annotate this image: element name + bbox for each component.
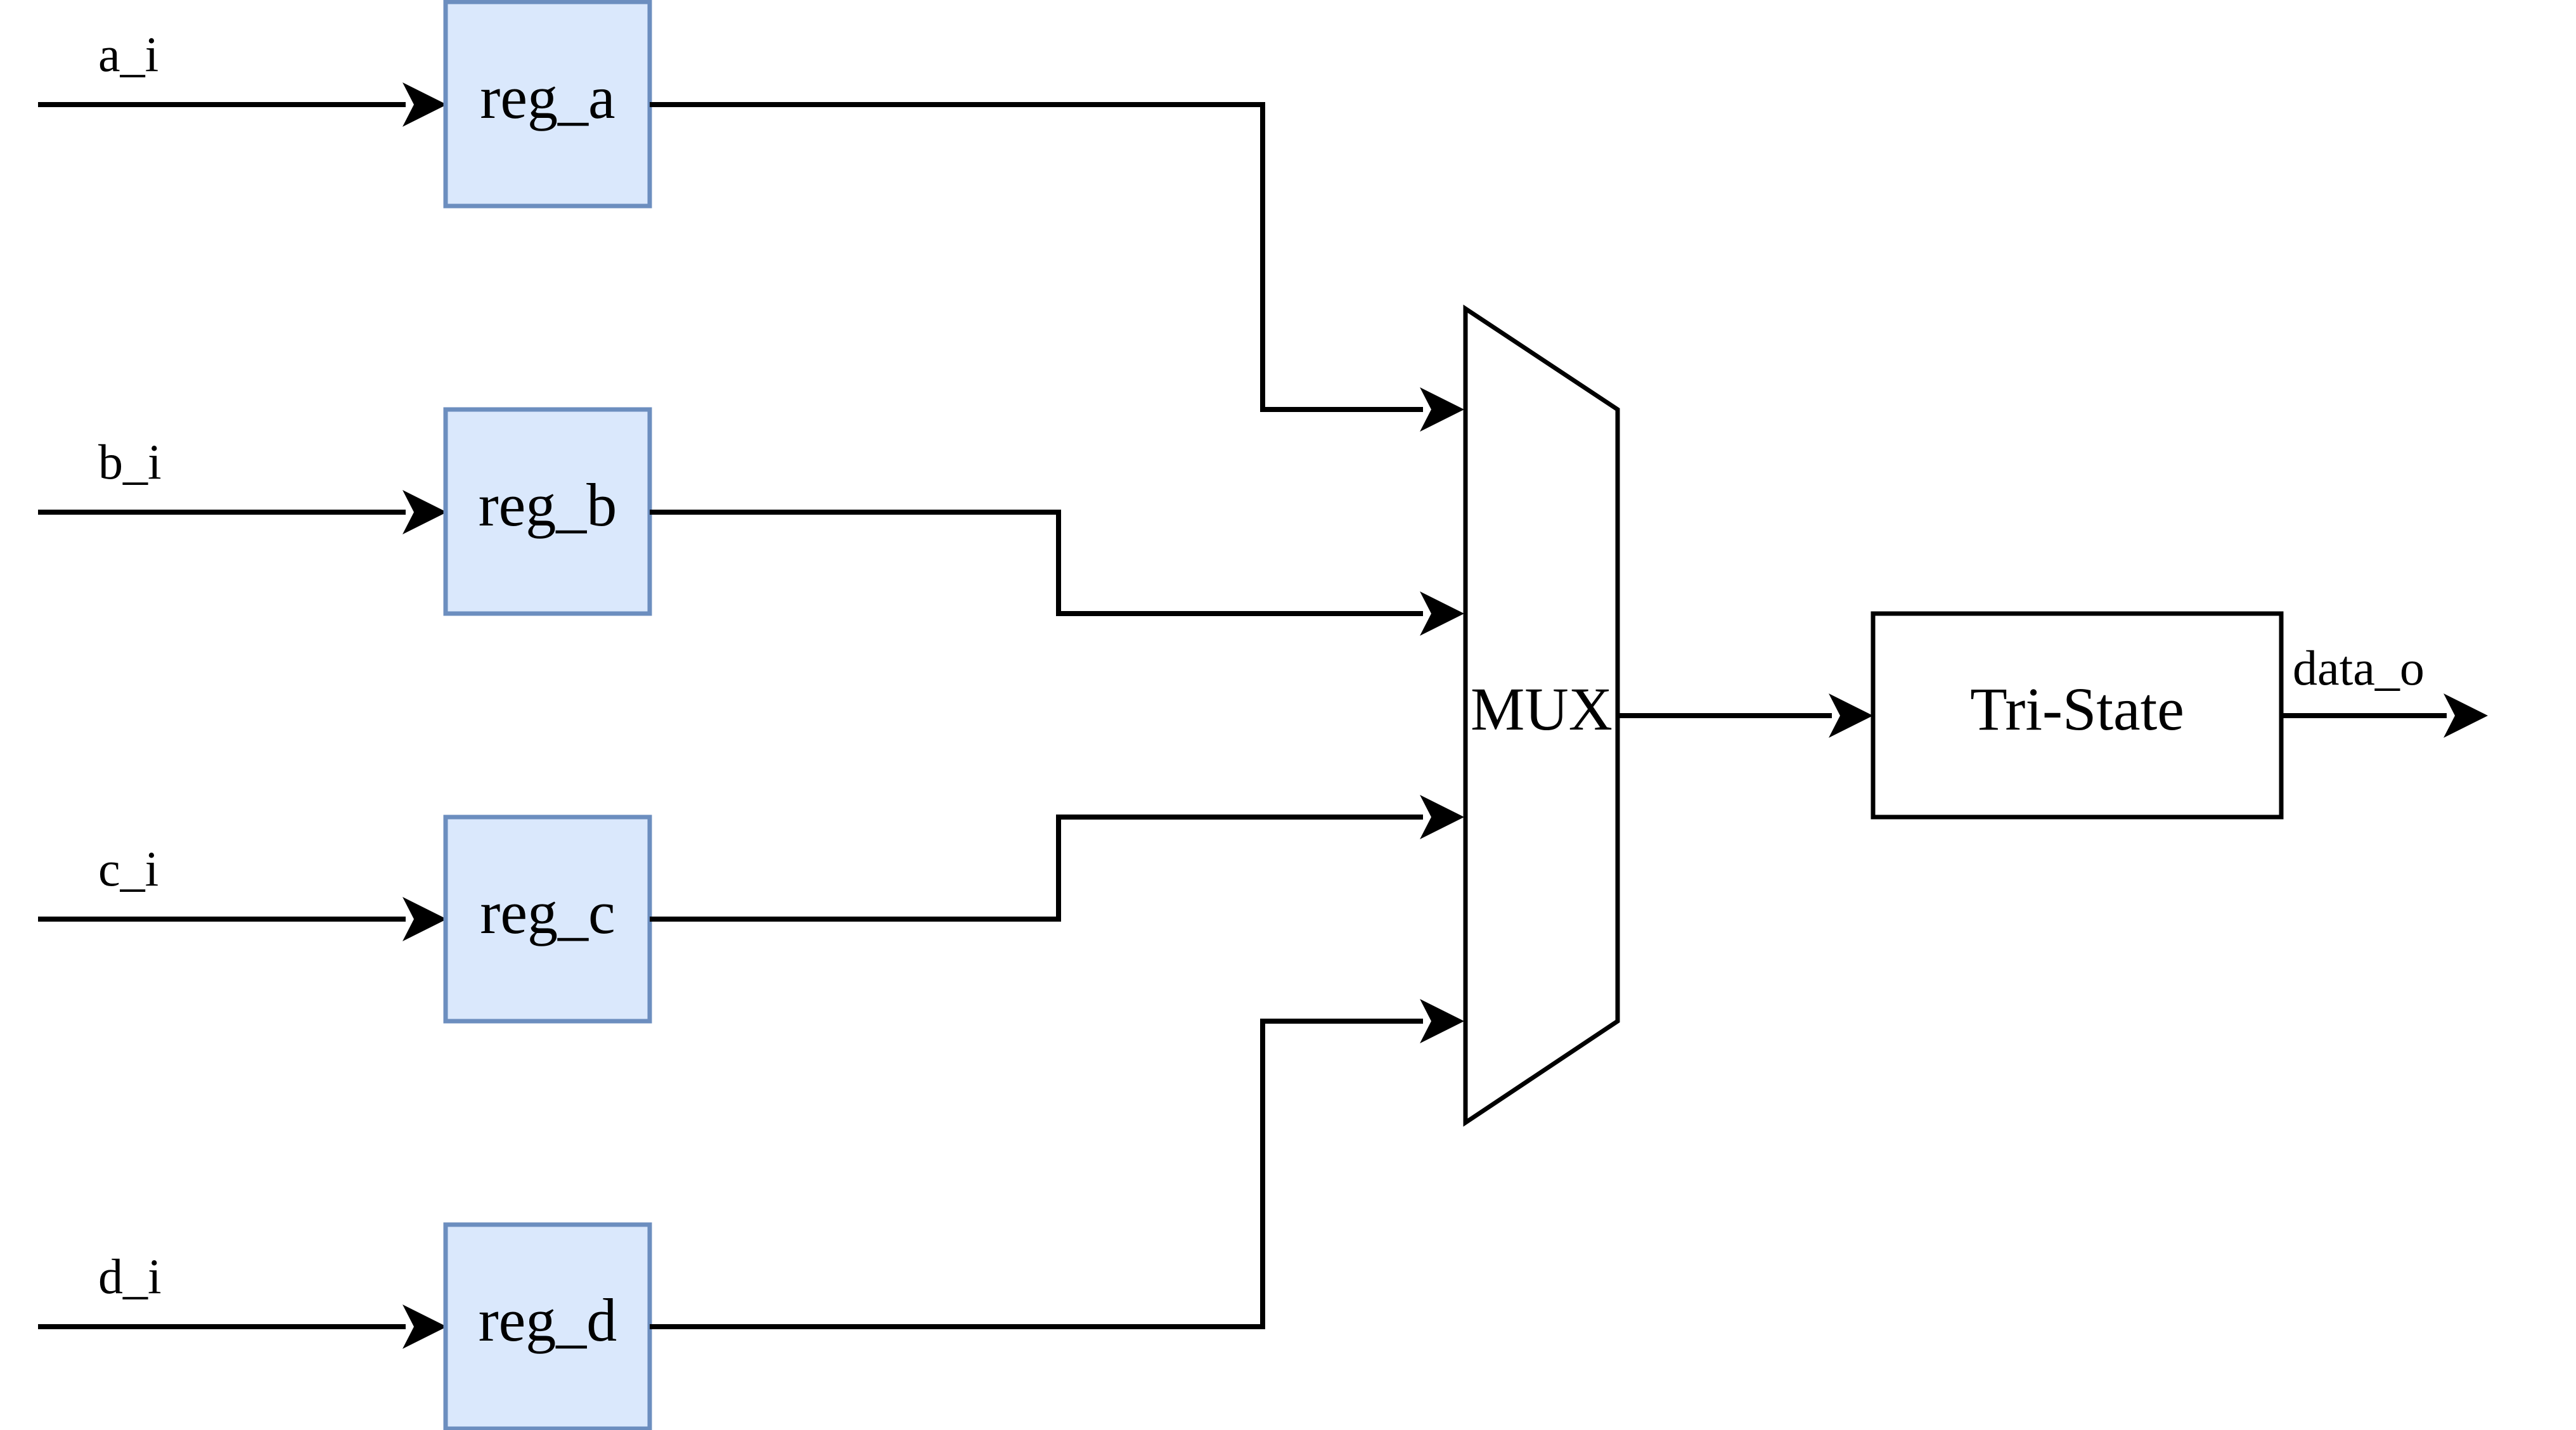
register-label-c: reg_c (480, 879, 615, 946)
wire-reg-c-to-mux (650, 795, 1464, 922)
input-label-a: a_i (98, 27, 158, 82)
arrowhead-icon (402, 1304, 447, 1349)
tristate-block: Tri-State (1871, 611, 2284, 820)
input-label-b: b_i (98, 434, 162, 489)
register-label-b: reg_b (479, 471, 617, 539)
arrowhead-icon (402, 490, 447, 534)
register-label-d: reg_d (479, 1286, 617, 1354)
arrowhead-icon (1420, 999, 1464, 1043)
output-wire (2281, 693, 2488, 738)
input-wire-d (38, 1304, 447, 1349)
arrowhead-icon (1420, 591, 1464, 636)
register-block-a: reg_a (443, 0, 652, 209)
wire-mux-to-tristate (1618, 693, 1873, 738)
input-label-d: d_i (98, 1249, 162, 1304)
input-wire-c (38, 897, 447, 941)
tristate-label: Tri-State (1970, 675, 2184, 743)
register-label-a: reg_a (480, 63, 615, 131)
input-wire-b (38, 490, 447, 534)
arrowhead-icon (1829, 693, 1873, 738)
arrowhead-icon (402, 82, 447, 127)
output-label: data_o (2293, 640, 2425, 695)
wire-reg-a-to-mux (650, 102, 1464, 432)
register-block-d: reg_d (443, 1222, 652, 1430)
register-block-c: reg_c (443, 815, 652, 1024)
arrowhead-icon (2444, 693, 2488, 738)
register-block-b: reg_b (443, 407, 652, 616)
wire-reg-b-to-mux (650, 510, 1464, 636)
arrowhead-icon (402, 897, 447, 941)
mux-block: MUX (1463, 304, 1620, 1127)
input-wire-a (38, 82, 447, 127)
arrowhead-icon (1420, 387, 1464, 432)
mux-label: MUX (1471, 675, 1613, 743)
arrowhead-icon (1420, 795, 1464, 839)
wire-reg-d-to-mux (650, 999, 1464, 1329)
input-label-c: c_i (98, 841, 158, 896)
